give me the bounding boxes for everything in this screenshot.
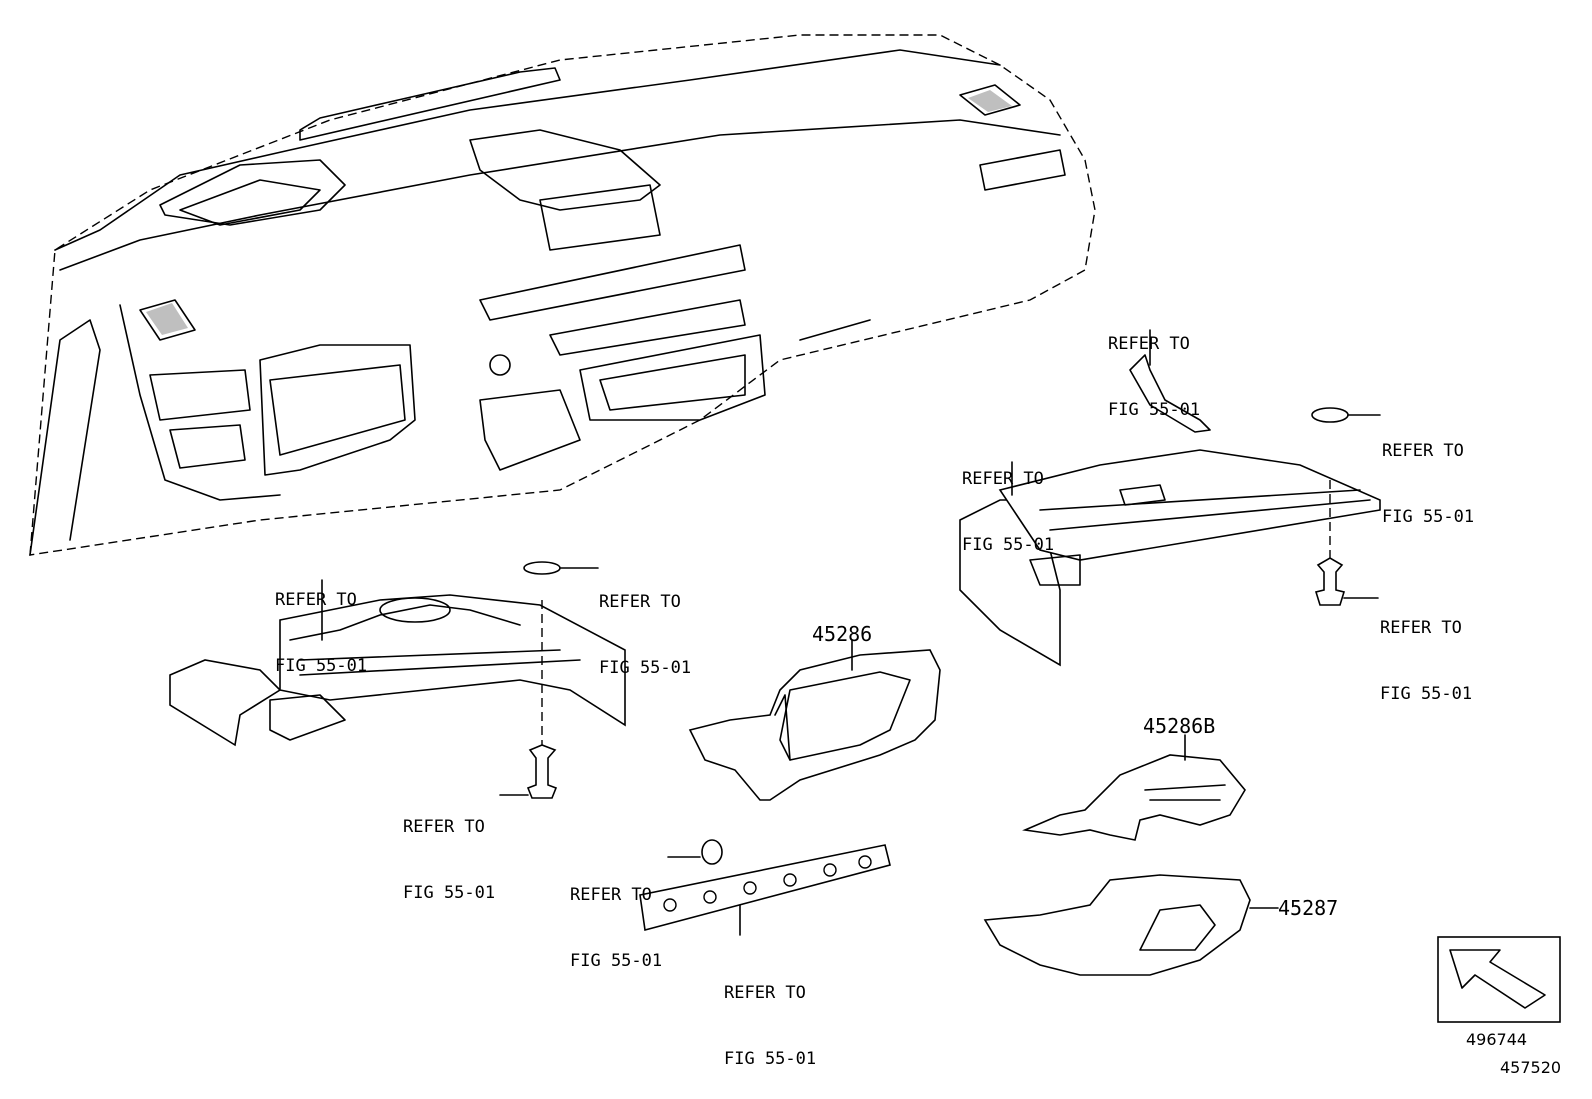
left-lower-panel — [169, 561, 626, 799]
instrument-panel — [29, 34, 1096, 556]
callout-refer-left-fastener: REFER TO FIG 55-01 — [403, 772, 495, 926]
callout-line1: REFER TO — [275, 590, 357, 610]
callout-line2: FIG 55-01 — [570, 951, 663, 971]
callout-line2: FIG 55-01 — [1382, 507, 1475, 527]
part-45287-lower-column-cover — [983, 874, 1279, 976]
callout-refer-bracket: REFER TO FIG 55-01 — [724, 938, 816, 1092]
callout-line1: REFER TO — [1380, 618, 1462, 638]
callout-refer-right-upper-panel: REFER TO FIG 55-01 — [962, 424, 1054, 578]
figure-code-primary: 496744 — [1466, 1030, 1528, 1049]
part-45286B-upper-column-cover — [1022, 734, 1246, 841]
callout-line1: REFER TO — [1382, 441, 1464, 461]
part-45286-cover — [688, 639, 941, 801]
callout-refer-top-right: REFER TO FIG 55-01 — [1108, 289, 1200, 443]
callout-line2: FIG 55-01 — [962, 535, 1055, 555]
callout-line2: FIG 55-01 — [275, 656, 368, 676]
part-number-45286B: 45286B — [1143, 714, 1216, 738]
part-number-45286: 45286 — [812, 622, 873, 646]
callout-line2: FIG 55-01 — [724, 1049, 817, 1069]
callout-line1: REFER TO — [403, 817, 485, 837]
callout-line1: REFER TO — [1108, 334, 1190, 354]
part-number-45287: 45287 — [1278, 896, 1339, 920]
callout-line2: FIG 55-01 — [403, 883, 496, 903]
callout-line1: REFER TO — [570, 885, 652, 905]
right-lower-panel — [959, 329, 1381, 667]
callout-line2: FIG 55-01 — [599, 658, 692, 678]
callout-line1: REFER TO — [962, 469, 1044, 489]
orientation-arrow-icon — [1437, 936, 1561, 1023]
callout-line1: REFER TO — [724, 983, 806, 1003]
callout-refer-bracket-screw: REFER TO FIG 55-01 — [570, 840, 662, 994]
callout-refer-far-right-fastener: REFER TO FIG 55-01 — [1380, 573, 1472, 727]
callout-line2: FIG 55-01 — [1380, 684, 1473, 704]
bracket-strip — [639, 839, 891, 936]
callout-refer-far-right-clip: REFER TO FIG 55-01 — [1382, 396, 1474, 550]
callout-line1: REFER TO — [599, 592, 681, 612]
callout-line2: FIG 55-01 — [1108, 400, 1201, 420]
callout-refer-left-panel: REFER TO FIG 55-01 — [275, 545, 367, 699]
figure-code-secondary: 457520 — [1500, 1058, 1562, 1077]
callout-refer-left-clip: REFER TO FIG 55-01 — [599, 547, 691, 701]
